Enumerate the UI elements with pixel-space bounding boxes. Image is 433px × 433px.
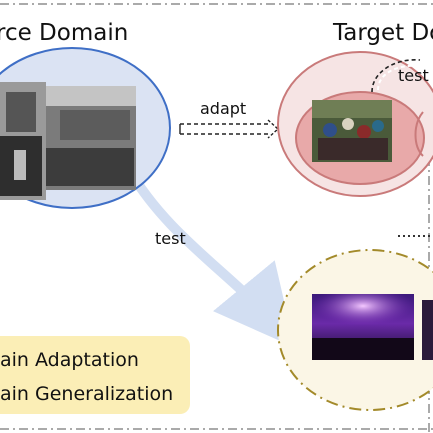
adapt-arrow xyxy=(179,119,280,139)
legend-line-2: ain Generalization xyxy=(0,383,173,405)
source-domain xyxy=(0,47,171,209)
test-arrow xyxy=(123,163,295,348)
target-test-label: test xyxy=(398,66,429,85)
target-domain xyxy=(277,51,433,197)
legend-line-1: ain Adaptation xyxy=(0,349,139,371)
adapt-label: adapt xyxy=(200,99,246,118)
test-label: test xyxy=(155,229,186,248)
source-photo-back xyxy=(32,86,136,190)
unseen-domain xyxy=(277,249,433,411)
legend-box: ain Adaptation ain Generalization xyxy=(0,336,190,414)
target-domain-title: Target Dc xyxy=(332,20,433,46)
target-photo xyxy=(312,100,392,162)
target-test-arrow-white xyxy=(377,64,421,91)
source-photo-front xyxy=(0,82,46,200)
source-domain-title: rce Domain xyxy=(0,20,128,46)
target-test-arrow xyxy=(371,59,421,93)
concert-photo xyxy=(312,294,414,360)
